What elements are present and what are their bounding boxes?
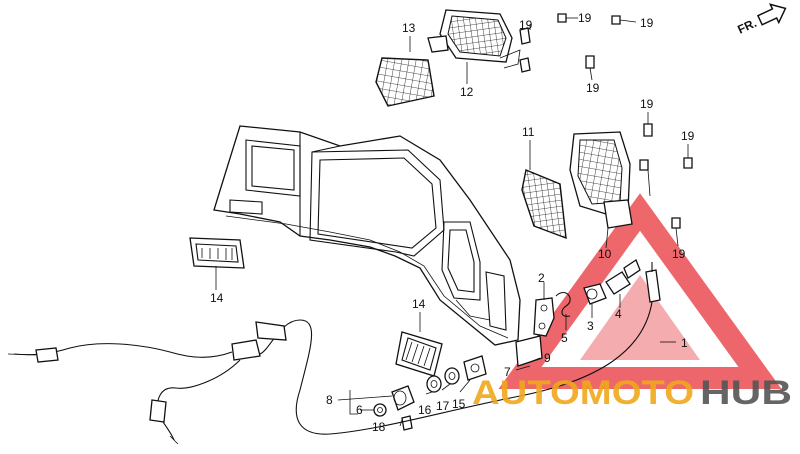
direction-label: FR. — [735, 16, 758, 37]
washer-6 — [373, 403, 387, 417]
callout-label: 16 — [418, 403, 432, 417]
callout-label: 14 — [412, 297, 426, 311]
washer-16 — [426, 375, 442, 393]
washer-15 — [463, 355, 487, 381]
knob-3 — [583, 283, 607, 305]
plate-9 — [515, 335, 543, 367]
callout-label: 4 — [615, 307, 622, 321]
callout-label: 19 — [640, 97, 654, 111]
callout-label: 19 — [672, 247, 686, 261]
callout-label: 14 — [210, 291, 224, 305]
callout-label: 19 — [681, 129, 695, 143]
leader-lines — [215, 17, 689, 427]
callout-label: 8 — [326, 393, 333, 407]
callout-label: 3 — [587, 319, 594, 333]
watermark-logo: AUTOMOTO HUB — [472, 374, 792, 412]
screw-19-group — [519, 13, 693, 229]
callout-label: 9 — [544, 351, 551, 365]
callout-label: 19 — [586, 81, 600, 95]
watermark-triangle — [498, 193, 782, 389]
bracket-2 — [533, 297, 555, 337]
callout-label: 12 — [460, 85, 474, 99]
speaker-upper — [427, 9, 521, 69]
callout-label: 15 — [452, 397, 466, 411]
callout-label: 17 — [436, 399, 450, 413]
front-direction-arrow: FR. — [735, 3, 787, 37]
cable-assembly — [7, 301, 653, 445]
speaker-grille-lower — [521, 169, 567, 240]
callout-label: 10 — [598, 247, 612, 261]
air-vent-left — [189, 237, 245, 269]
speaker-grille-upper — [375, 57, 435, 107]
screw-18 — [401, 415, 413, 431]
socket-4 — [605, 259, 641, 295]
air-vent-center — [395, 331, 443, 377]
clip-5 — [555, 291, 571, 317]
callout-label: 13 — [402, 21, 416, 35]
callout-label: 5 — [561, 331, 568, 345]
callout-label: 19 — [578, 11, 592, 25]
callout-label: 11 — [522, 125, 535, 139]
callout-label: 19 — [519, 18, 533, 32]
callout-label: 19 — [640, 16, 654, 30]
speaker-lower — [569, 131, 633, 229]
watermark-text-b: HUB — [700, 374, 792, 412]
watermark-text-a: AUTOMOTO — [472, 374, 694, 412]
callout-label: 6 — [356, 403, 363, 417]
callouts: 1 2 3 4 5 6 7 8 9 10 11 12 13 14 14 15 1… — [210, 11, 695, 434]
callout-label: 2 — [538, 271, 545, 285]
callout-label: 1 — [681, 336, 688, 350]
cable-end — [645, 262, 661, 303]
washer-17 — [444, 367, 460, 385]
knob-8 — [391, 385, 415, 411]
callout-label: 18 — [372, 420, 386, 434]
meter-visor — [213, 125, 521, 346]
callout-label: 7 — [504, 365, 511, 379]
